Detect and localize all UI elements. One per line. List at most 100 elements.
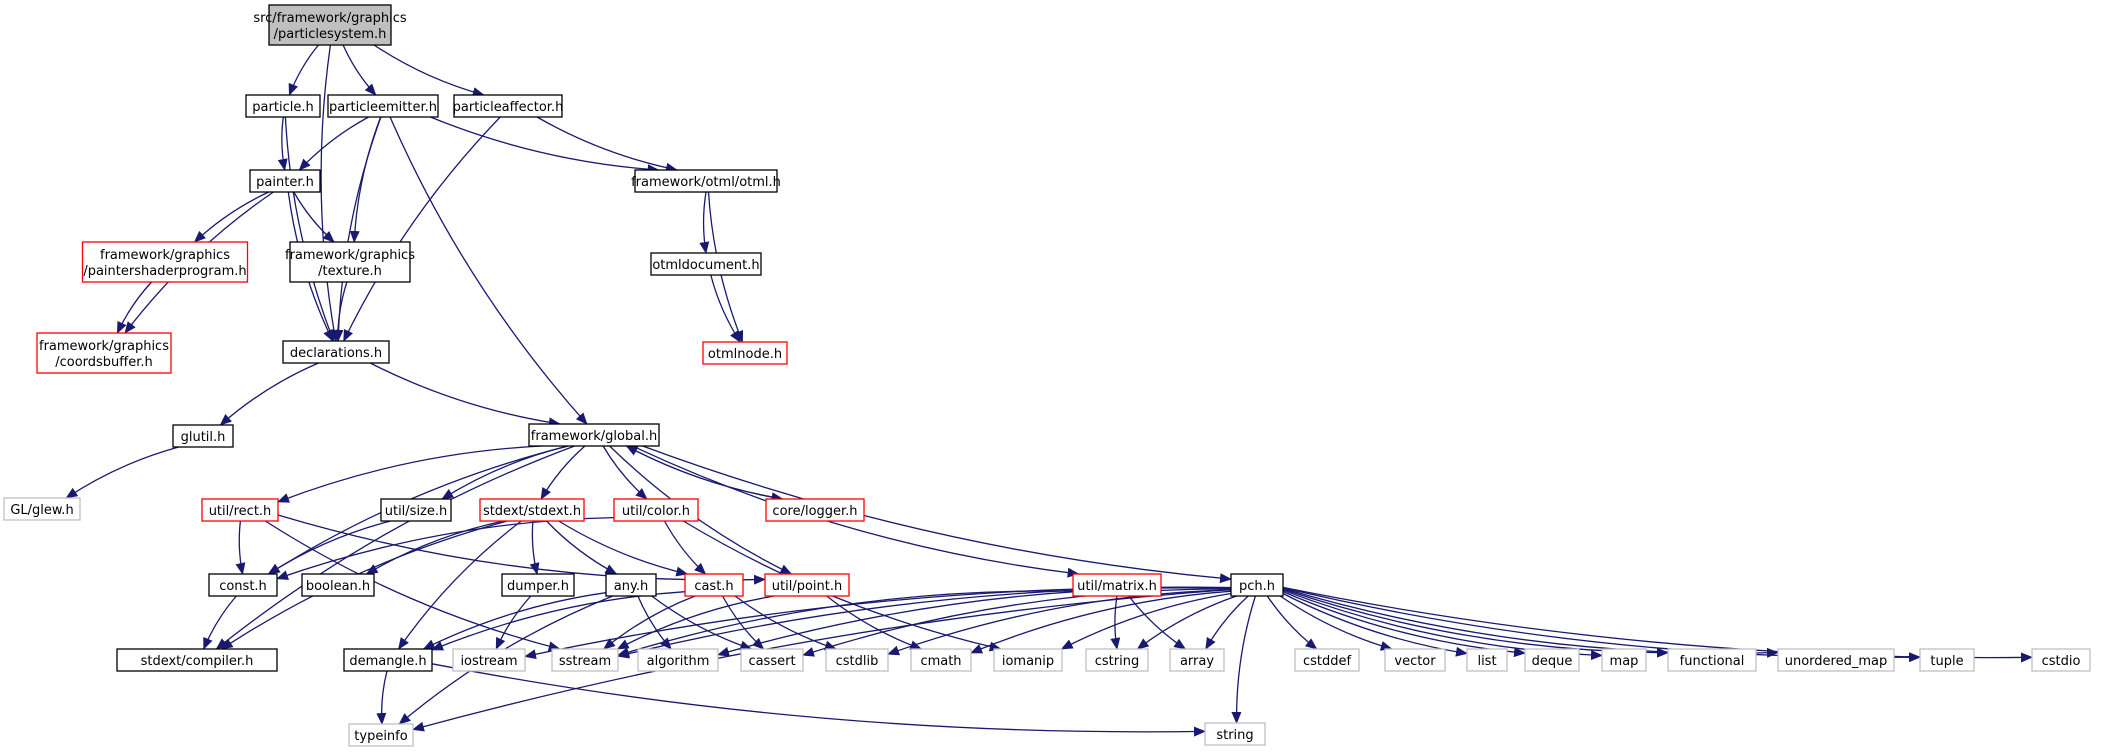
node-tuple-box[interactable]: [1919, 648, 1975, 672]
node-demangle[interactable]: demangle.h: [343, 648, 433, 672]
node-particleemitter[interactable]: particleemitter.h: [327, 94, 439, 118]
node-const[interactable]: const.h: [208, 573, 278, 597]
node-stdext-box[interactable]: [479, 498, 585, 522]
node-color[interactable]: util/color.h: [613, 498, 699, 522]
node-particleaffector-box[interactable]: [453, 94, 563, 118]
node-tuple[interactable]: tuple: [1919, 648, 1975, 672]
node-paintershader[interactable]: framework/graphics/paintershaderprogram.…: [81, 241, 249, 283]
node-matrix[interactable]: util/matrix.h: [1072, 573, 1162, 597]
node-cmath-box[interactable]: [910, 648, 972, 672]
node-vector[interactable]: vector: [1384, 648, 1446, 672]
node-any[interactable]: any.h: [605, 573, 657, 597]
node-typeinfo[interactable]: typeinfo: [348, 723, 414, 747]
node-declarations[interactable]: declarations.h: [282, 340, 390, 364]
node-list-box[interactable]: [1466, 648, 1508, 672]
node-cast[interactable]: cast.h: [684, 573, 744, 597]
node-texture[interactable]: framework/graphics/texture.h: [285, 241, 415, 283]
node-otmlnode-box[interactable]: [702, 341, 788, 365]
node-sstream-box[interactable]: [551, 648, 619, 672]
node-painter[interactable]: painter.h: [249, 169, 321, 193]
node-glew-box[interactable]: [3, 497, 81, 521]
node-root-box[interactable]: [268, 4, 392, 46]
node-coordsbuffer-box[interactable]: [36, 332, 172, 374]
node-string[interactable]: string: [1204, 722, 1266, 746]
node-rect[interactable]: util/rect.h: [201, 498, 279, 522]
node-painter-box[interactable]: [249, 169, 321, 193]
node-size[interactable]: util/size.h: [380, 498, 452, 522]
node-texture-box[interactable]: [289, 241, 411, 283]
node-coordsbuffer[interactable]: framework/graphics/coordsbuffer.h: [36, 332, 172, 374]
node-string-box[interactable]: [1204, 722, 1266, 746]
node-cstdio[interactable]: cstdio: [2031, 648, 2091, 672]
node-demangle-box[interactable]: [343, 648, 433, 672]
node-glew[interactable]: GL/glew.h: [3, 497, 81, 521]
node-iomanip[interactable]: iomanip: [993, 648, 1063, 672]
node-typeinfo-box[interactable]: [348, 723, 414, 747]
node-deque-box[interactable]: [1524, 648, 1580, 672]
node-pch-box[interactable]: [1230, 573, 1284, 597]
node-color-box[interactable]: [613, 498, 699, 522]
node-algorithm-box[interactable]: [637, 648, 719, 672]
node-functional[interactable]: functional: [1667, 648, 1757, 672]
node-particle[interactable]: particle.h: [245, 94, 321, 118]
node-dumper[interactable]: dumper.h: [501, 573, 575, 597]
node-global-box[interactable]: [528, 423, 660, 447]
node-pch[interactable]: pch.h: [1230, 573, 1284, 597]
node-logger[interactable]: core/logger.h: [765, 498, 865, 522]
node-array[interactable]: array: [1169, 648, 1225, 672]
node-logger-box[interactable]: [765, 498, 865, 522]
node-size-box[interactable]: [380, 498, 452, 522]
node-iostream[interactable]: iostream: [452, 648, 526, 672]
node-cstdlib-box[interactable]: [825, 648, 889, 672]
node-point-box[interactable]: [764, 573, 850, 597]
node-algorithm[interactable]: algorithm: [637, 648, 719, 672]
node-iomanip-box[interactable]: [993, 648, 1063, 672]
node-cast-box[interactable]: [684, 573, 744, 597]
node-cstring-box[interactable]: [1085, 648, 1149, 672]
node-array-box[interactable]: [1169, 648, 1225, 672]
node-particleemitter-box[interactable]: [327, 94, 439, 118]
node-cstddef[interactable]: cstddef: [1294, 648, 1360, 672]
node-declarations-box[interactable]: [282, 340, 390, 364]
node-compiler[interactable]: stdext/compiler.h: [116, 648, 278, 672]
node-glutil[interactable]: glutil.h: [172, 424, 234, 448]
node-cassert-box[interactable]: [740, 648, 804, 672]
node-dumper-box[interactable]: [501, 573, 575, 597]
node-otml[interactable]: framework/otml/otml.h: [631, 169, 781, 193]
node-cstring[interactable]: cstring: [1085, 648, 1149, 672]
node-cstddef-box[interactable]: [1294, 648, 1360, 672]
node-map[interactable]: map: [1601, 648, 1647, 672]
node-particleaffector[interactable]: particleaffector.h: [453, 94, 564, 118]
node-sstream[interactable]: sstream: [551, 648, 619, 672]
node-map-box[interactable]: [1601, 648, 1647, 672]
node-global[interactable]: framework/global.h: [528, 423, 660, 447]
node-boolean[interactable]: boolean.h: [301, 573, 375, 597]
node-const-box[interactable]: [208, 573, 278, 597]
node-root[interactable]: src/framework/graphics/particlesystem.h: [253, 4, 407, 46]
node-stdext[interactable]: stdext/stdext.h: [479, 498, 585, 522]
node-point[interactable]: util/point.h: [764, 573, 850, 597]
node-cstdio-box[interactable]: [2031, 648, 2091, 672]
node-glutil-box[interactable]: [172, 424, 234, 448]
node-compiler-box[interactable]: [116, 648, 278, 672]
node-particle-box[interactable]: [245, 94, 321, 118]
node-unordered_map[interactable]: unordered_map: [1777, 648, 1895, 672]
node-unordered_map-box[interactable]: [1777, 648, 1895, 672]
node-boolean-box[interactable]: [301, 573, 375, 597]
node-paintershader-box[interactable]: [81, 241, 249, 283]
node-cstdlib[interactable]: cstdlib: [825, 648, 889, 672]
node-otml-box[interactable]: [634, 169, 778, 193]
node-iostream-box[interactable]: [452, 648, 526, 672]
node-functional-box[interactable]: [1667, 648, 1757, 672]
node-otmldocument[interactable]: otmldocument.h: [650, 252, 762, 276]
node-matrix-box[interactable]: [1072, 573, 1162, 597]
node-otmlnode[interactable]: otmlnode.h: [702, 341, 788, 365]
node-vector-box[interactable]: [1384, 648, 1446, 672]
node-any-box[interactable]: [605, 573, 657, 597]
node-list[interactable]: list: [1466, 648, 1508, 672]
node-cassert[interactable]: cassert: [740, 648, 804, 672]
node-cmath[interactable]: cmath: [910, 648, 972, 672]
node-otmldocument-box[interactable]: [650, 252, 762, 276]
node-rect-box[interactable]: [201, 498, 279, 522]
node-deque[interactable]: deque: [1524, 648, 1580, 672]
